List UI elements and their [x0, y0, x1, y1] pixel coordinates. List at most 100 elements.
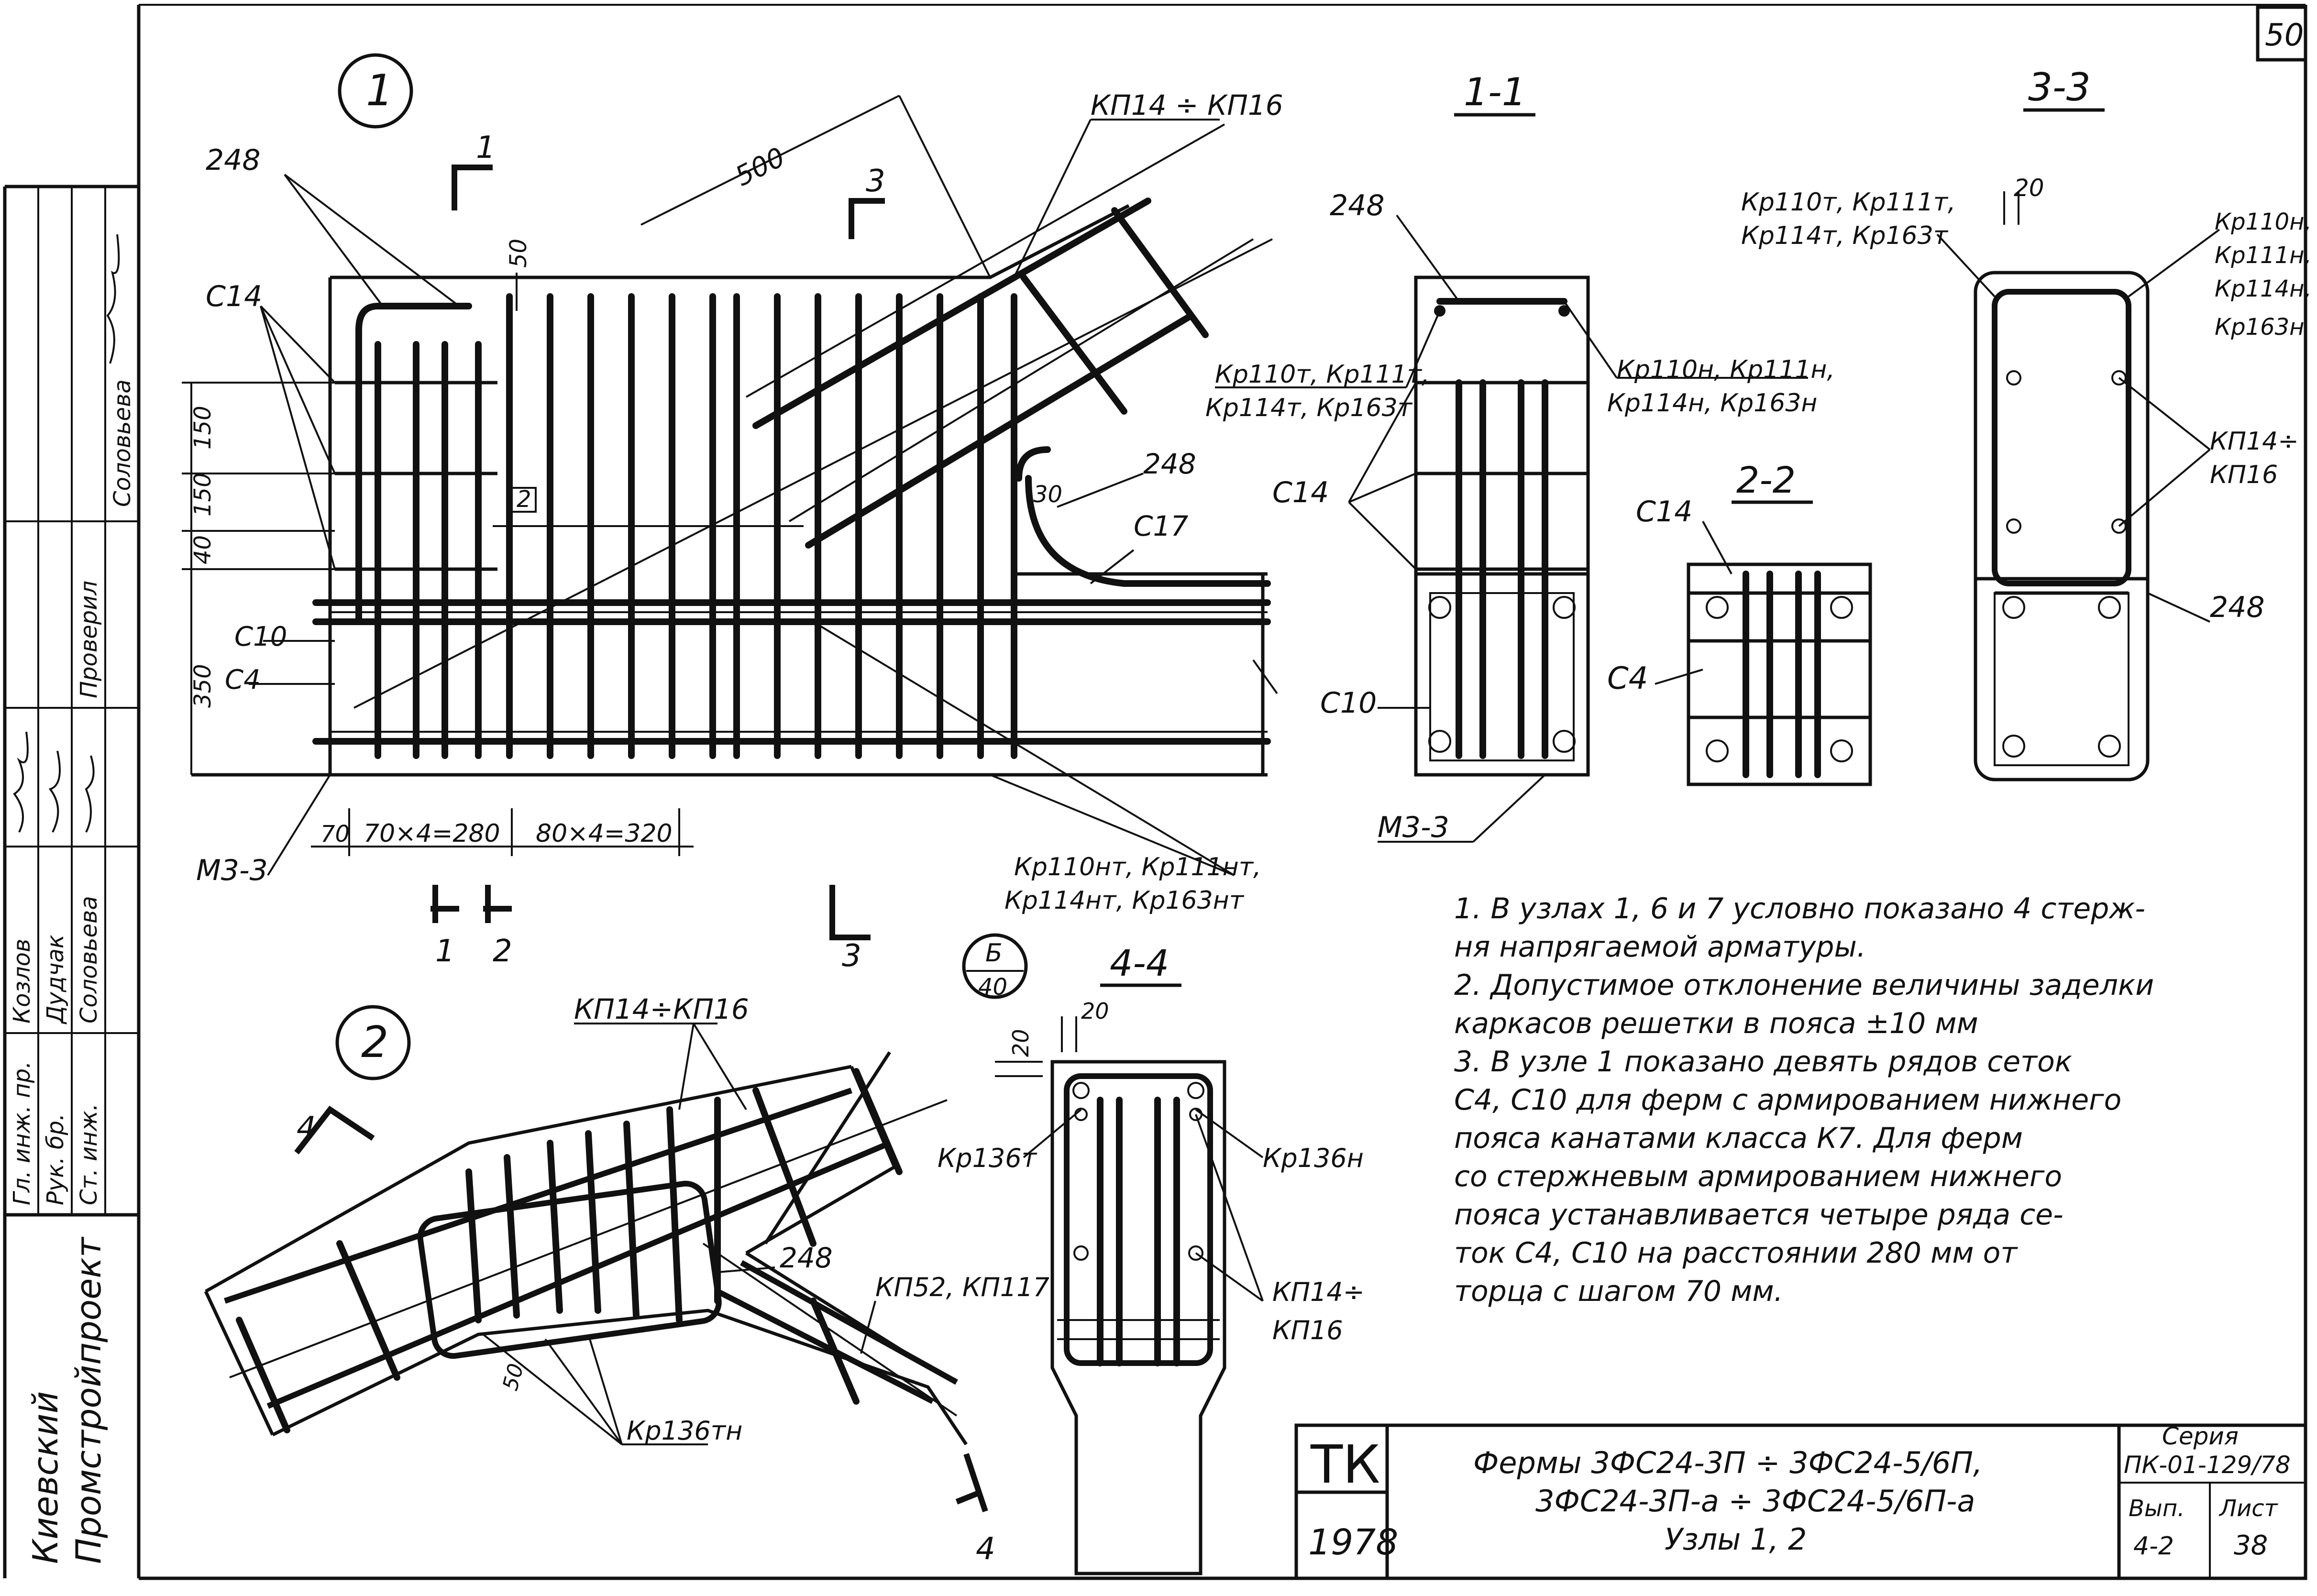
role-group-head: Рук. бр. [42, 1113, 69, 1205]
node-1-dim-30: 30 [1033, 481, 1062, 508]
series-label: Серия [2162, 1422, 2239, 1450]
org-name-line1: Киевский [25, 1391, 66, 1564]
section-4-4-title: 4-4 [1110, 942, 1169, 984]
signature-2 [48, 750, 61, 833]
node-2-label-kp136: Кр136тн [627, 1416, 742, 1446]
node-2-label-kp52: КП52, КП117 [875, 1272, 1049, 1302]
node-1-label-c17: С17 [1134, 510, 1188, 542]
section-4-4-dim-20b: 20 [1008, 1029, 1034, 1057]
node-1-label-m33: М3-3 [196, 854, 268, 887]
stamp-year: 1978 [1308, 1522, 1398, 1563]
note-line-10: ток С4, С10 на расстоянии 280 мм от [1454, 1236, 2018, 1270]
node-2-mark: 2 [361, 1017, 388, 1068]
signature-4 [106, 234, 120, 364]
node-1-label-c4: С4 [225, 664, 261, 695]
issue-value: 4-2 [2133, 1532, 2174, 1561]
section-3-3-dim-20: 20 [2014, 174, 2044, 202]
note-line-6: С4, С10 для ферм с армированием нижнего [1454, 1083, 2121, 1117]
section-3-3-label-kp16: КП16 [2210, 461, 2278, 489]
role-senior-engineer: Ст. инж. [76, 1103, 102, 1205]
section-4-4: Б 40 4-4 20 20 Кр136т Кр136н КП14÷ КП16 [938, 933, 1365, 1575]
node-1-dim-2: 2 [517, 486, 531, 513]
node-1-outline [191, 204, 1268, 777]
note-line-7: пояса канатами класса К7. Для ферм [1454, 1122, 2023, 1155]
section-3-3-label-kp110t: Кр110т, Кр111т, [1741, 188, 1956, 217]
node-2-outline [205, 1051, 968, 1445]
page-number-box: 50 [2256, 5, 2307, 62]
note-line-8: со стержневым армированием нижнего [1454, 1160, 2062, 1193]
section-2-2-title: 2-2 [1736, 459, 1796, 501]
node-1-label-kp110: Кр110нт, Кр111нт, [1014, 853, 1261, 881]
page-number: 50 [2265, 18, 2304, 53]
issue-label: Вып. [2129, 1495, 2185, 1522]
section-4-4-ref-bottom: 40 [978, 974, 1007, 1001]
node-2-cut-4: 4 [297, 1111, 316, 1146]
node-2-label-kp14-kp16: КП14÷КП16 [574, 993, 749, 1025]
node-1-chord-bars [312, 446, 1271, 745]
node-1-dim-50: 50 [505, 239, 532, 268]
name-solovyeva-a: Соловьева [76, 896, 102, 1024]
node-1-cut-3-top: 3 [866, 164, 885, 199]
node-1-label-c14: С14 [206, 280, 262, 313]
series-value: ПК-01-129/78 [2124, 1451, 2291, 1479]
section-3-3-label-kp163n: Кр163н [2215, 314, 2305, 341]
section-3-3-label-kp114t: Кр114т, Кр163т [1741, 221, 1949, 250]
note-line-4: каркасов решетки в пояса ±10 мм [1454, 1007, 1978, 1040]
section-3-3-title: 3-3 [2028, 65, 2091, 110]
section-1-1-label-kp110t: Кр110т, Кр111т, [1215, 360, 1430, 389]
node-1-label-248b: 248 [1143, 448, 1196, 480]
title-line-1: Фермы 3ФС24-3П ÷ 3ФС24-5/6П, [1473, 1445, 1983, 1480]
sheet-value: 38 [2234, 1530, 2268, 1561]
node-2-cut-4-end: 4 [976, 1531, 995, 1567]
section-1-1-label-kp114t: Кр114т, Кр163т [1205, 394, 1413, 422]
node-1-label-kp14-kp16: КП14 ÷ КП16 [1091, 89, 1283, 121]
section-2-2: 2-2 С14 С4 [1607, 459, 1872, 786]
section-3-3-label-kp111n: Кр111н, [2215, 242, 2312, 269]
title-block: ТК 1978 Фермы 3ФС24-3П ÷ 3ФС24-5/6П, 3ФС… [1294, 1422, 2307, 1580]
note-line-2: ня напрягаемой арматуры. [1454, 930, 1866, 964]
node-1-cut-1-bottom: 1 [435, 934, 455, 969]
note-line-5: 3. В узле 1 показано девять рядов сеток [1454, 1045, 2072, 1079]
node-2-label-248: 248 [780, 1242, 833, 1274]
section-1-1-label-m33: М3-3 [1378, 811, 1449, 844]
section-2-2-label-c14: С14 [1636, 495, 1692, 528]
side-approval-block: Гл. инж. пр. Рук. бр. Ст. инж. Козлов Ду… [3, 185, 139, 1578]
note-line-3: 2. Допустимое отклонение величины заделк… [1454, 969, 2154, 1002]
sheet-label: Лист [2218, 1495, 2279, 1522]
stamp-code: ТК [1310, 1434, 1380, 1495]
section-3-3-label-kp14: КП14÷ [2210, 427, 2299, 456]
signature-1 [13, 731, 29, 833]
node-1-dim-40: 40 [189, 535, 216, 564]
section-1-1-label-c10: С10 [1320, 686, 1377, 720]
node-1-dim-350: 350 [189, 664, 216, 708]
node-1-label-c10: С10 [234, 621, 287, 652]
title-line-2: 3ФС24-3П-а ÷ 3ФС24-5/6П-а [1535, 1484, 1975, 1519]
node-2: 2 4 КП14÷КП1 [204, 993, 1049, 1567]
role-chief-engineer: Гл. инж. пр. [9, 1061, 35, 1205]
section-1-1-title: 1-1 [1464, 70, 1526, 114]
section-1-1-label-248: 248 [1330, 189, 1385, 222]
node-1-mark: 1 [366, 66, 393, 116]
node-1-label-kp114: Кр114нт, Кр163нт [1004, 886, 1245, 915]
name-kozlov: Козлов [9, 939, 35, 1024]
section-3-3-label-248: 248 [2210, 591, 2265, 624]
node-1-cut-1-top: 1 [476, 130, 496, 165]
name-solovyeva-b: Соловьева [109, 379, 136, 507]
section-4-4-label-kp136n: Кр136н [1263, 1143, 1364, 1173]
node-1-mesh-c14 [335, 303, 497, 759]
section-4-4-label-kp136t: Кр136т [938, 1143, 1037, 1173]
section-1-1-label-c14: С14 [1272, 476, 1329, 509]
section-3-3-label-kp114n: Кр114н, [2215, 275, 2312, 302]
section-1-1-label-kp110n: Кр110н, Кр111н, [1617, 355, 1835, 384]
node-1-dim-150a: 150 [189, 406, 216, 450]
section-4-4-label-kp14: КП14÷ [1272, 1277, 1365, 1307]
section-3-3-label-kp110n: Кр110н, [2215, 209, 2312, 235]
node-1-dim-320: 80×4=320 [536, 819, 673, 848]
section-2-2-label-c4: С4 [1607, 661, 1648, 696]
org-name-line2: Промстройпроект [68, 1236, 109, 1564]
node-2-stirrups [236, 1068, 903, 1433]
note-line-9: пояса устанавливается четыре ряда се- [1454, 1198, 2063, 1232]
note-line-1: 1. В узлах 1, 6 и 7 условно показано 4 с… [1454, 892, 2145, 925]
node-1-dim-280: 70×4=280 [364, 819, 500, 848]
